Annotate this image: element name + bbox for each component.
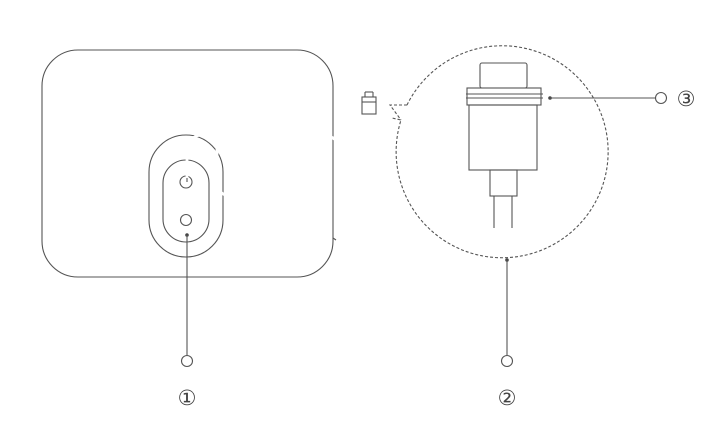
port-hole-icon [179,213,193,227]
connector-icon [361,96,377,115]
callout-2: ② [498,258,517,410]
callout-label-1: ① [178,386,197,410]
callout-1: ① [178,233,197,410]
device-body [41,49,337,278]
cable [185,91,377,199]
callout-label-2: ② [498,386,517,410]
callout-label-3: ③ [677,87,696,111]
magnified-view [388,45,609,259]
plug-icon [466,62,543,228]
callout-3: ③ [548,87,695,111]
